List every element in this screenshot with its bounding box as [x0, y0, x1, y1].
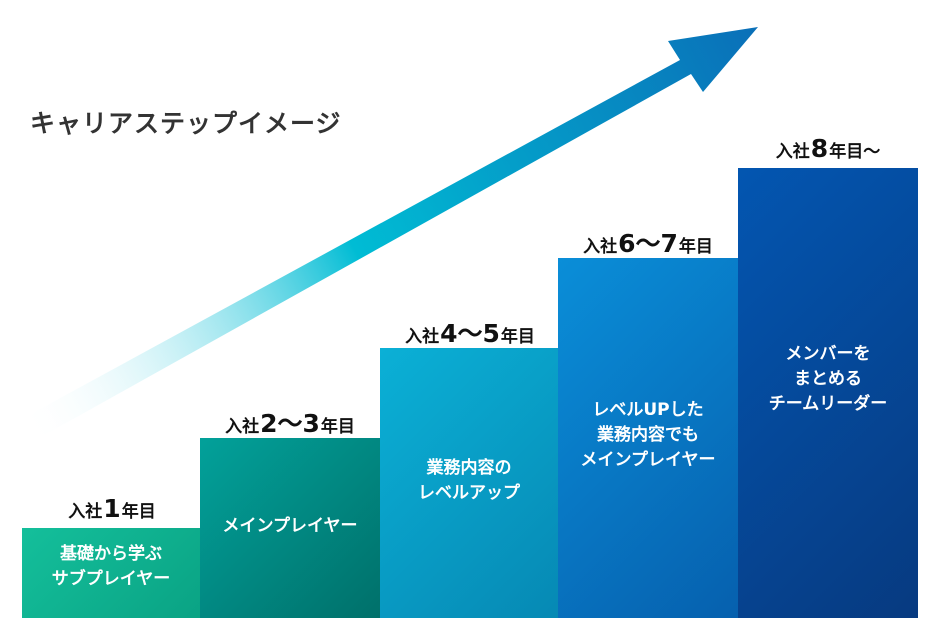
- step-text: メインプレイヤー: [580, 450, 716, 470]
- step-text: メインプレイヤー: [222, 516, 358, 536]
- step-label-3: 入社4〜5年目: [405, 319, 535, 348]
- step-text: まとめる: [794, 369, 862, 389]
- step-text: 業務内容でも: [596, 425, 699, 445]
- diagram-title: キャリアステップイメージ: [30, 109, 342, 138]
- arrow-shape: [20, 27, 758, 442]
- step-text: 基礎から学ぶ: [60, 544, 162, 564]
- step-label-2: 入社2〜3年目: [225, 409, 355, 438]
- step-bar-1: 基礎から学ぶサブプレイヤー: [22, 528, 200, 618]
- step-text: 業務内容の: [426, 458, 512, 478]
- step-label-5: 入社8年目〜: [775, 134, 881, 163]
- step-label-1: 入社1年目: [68, 494, 156, 523]
- step-bar-2: メインプレイヤー: [200, 438, 380, 618]
- step-text: レベルアップ: [418, 483, 520, 503]
- step-text: メンバーを: [785, 344, 871, 364]
- step-bar-5: メンバーをまとめるチームリーダー: [738, 168, 918, 618]
- step-text: チームリーダー: [768, 394, 888, 414]
- step-bar-3: 業務内容のレベルアップ: [380, 348, 558, 618]
- step-bar-4: レベルUPした業務内容でもメインプレイヤー: [558, 258, 738, 618]
- step-text: レベルUPした: [592, 400, 704, 420]
- step-label-4: 入社6〜7年目: [583, 229, 713, 258]
- step-text: サブプレイヤー: [51, 569, 171, 589]
